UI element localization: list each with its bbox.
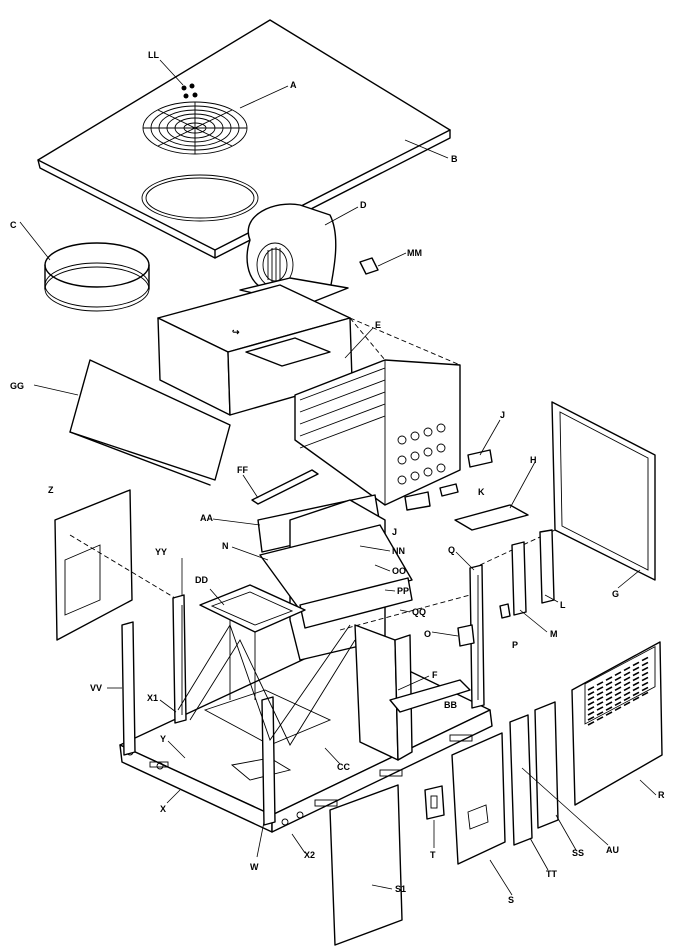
strip-m xyxy=(511,541,527,616)
blower-wheel xyxy=(239,203,349,306)
side-panel-z xyxy=(54,489,133,641)
label-y: Y xyxy=(160,734,166,744)
label-o: O xyxy=(424,629,431,639)
venturi-ring xyxy=(44,242,150,312)
wire-harness xyxy=(177,623,351,741)
plate-h xyxy=(454,504,529,531)
label-c: C xyxy=(10,220,17,230)
bracket-j-lower xyxy=(404,491,431,511)
label-mm: MM xyxy=(407,248,422,258)
label-t: T xyxy=(430,850,436,860)
rail-ff xyxy=(251,469,319,505)
bracket-j-upper xyxy=(467,449,493,468)
switch-t xyxy=(424,785,445,820)
panel-s1 xyxy=(329,784,403,946)
leader-lines xyxy=(19,59,657,896)
label-gg: GG xyxy=(10,381,24,391)
label-a: A xyxy=(290,80,297,90)
label-r: R xyxy=(658,790,665,800)
filter-rack xyxy=(199,584,306,700)
evaporator-coil xyxy=(294,317,461,506)
label-z: Z xyxy=(48,485,54,495)
label-vv: VV xyxy=(90,683,102,693)
label-s1: S1 xyxy=(395,884,406,894)
label-qq: QQ xyxy=(412,607,426,617)
label-h: H xyxy=(530,455,537,465)
bracket-k xyxy=(439,483,459,497)
top-panel xyxy=(37,19,451,259)
side-panel-g xyxy=(551,401,656,581)
label-g: G xyxy=(612,589,619,599)
label-x: X xyxy=(160,804,166,814)
label-w: W xyxy=(250,862,259,872)
label-aa: AA xyxy=(200,513,213,523)
label-pp: PP xyxy=(397,586,409,596)
label-au: AU xyxy=(606,845,619,855)
compressor-compartment xyxy=(339,594,471,761)
louvered-panel-r xyxy=(571,641,663,806)
blower-housing: ↪ xyxy=(157,284,353,416)
label-ll: LL xyxy=(148,50,159,60)
label-m: M xyxy=(550,629,558,639)
filter-access-panel xyxy=(69,359,231,486)
label-yy: YY xyxy=(155,547,167,557)
label-x1: X1 xyxy=(147,693,158,703)
strip-l xyxy=(539,529,555,604)
fan-guard xyxy=(142,101,248,155)
clip-p xyxy=(499,603,511,619)
label-cc: CC xyxy=(337,762,350,772)
label-n: N xyxy=(222,541,229,551)
bracket-mm xyxy=(359,257,379,275)
label-e: E xyxy=(375,320,381,330)
panel-tt xyxy=(509,714,533,846)
label-tt: TT xyxy=(546,869,557,879)
label-k: K xyxy=(478,487,485,497)
corner-posts xyxy=(121,564,485,826)
label-j1: J xyxy=(500,410,505,420)
label-bb: BB xyxy=(444,700,457,710)
svg-text:↪: ↪ xyxy=(232,327,240,337)
callout-labels: LL A B C D MM E GG J J K H FF Z AA N NN … xyxy=(10,50,665,905)
label-oo: OO xyxy=(392,566,406,576)
label-f: F xyxy=(432,670,438,680)
label-s: S xyxy=(508,895,514,905)
bracket-o xyxy=(457,624,475,647)
inner-partition xyxy=(257,494,413,661)
label-j2: J xyxy=(392,527,397,537)
panel-s xyxy=(451,732,506,865)
label-q: Q xyxy=(448,545,455,555)
label-b: B xyxy=(451,154,458,164)
label-ss: SS xyxy=(572,848,584,858)
label-x2: X2 xyxy=(304,850,315,860)
label-nn: NN xyxy=(392,546,405,556)
label-ff: FF xyxy=(237,465,248,475)
label-dd: DD xyxy=(195,575,208,585)
panel-ss xyxy=(534,701,559,829)
label-d: D xyxy=(360,200,367,210)
label-p: P xyxy=(512,640,518,650)
label-l: L xyxy=(560,600,566,610)
